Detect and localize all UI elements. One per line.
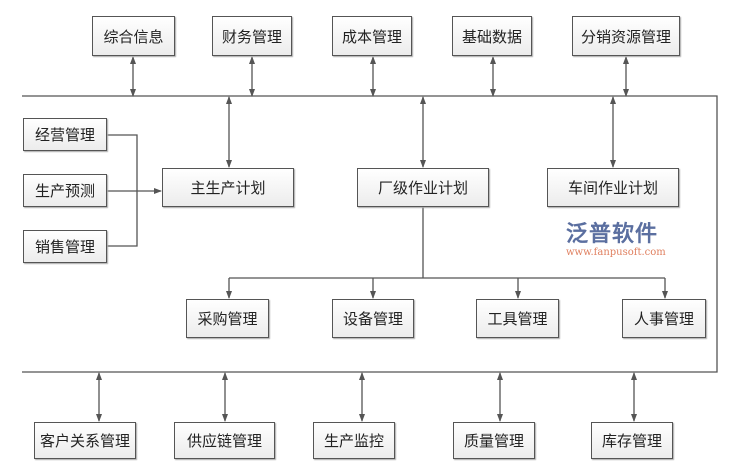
box-base-data: 基础数据 — [452, 16, 532, 56]
box-inventory: 库存管理 — [591, 422, 673, 459]
box-workshop-plan: 车间作业计划 — [547, 168, 679, 207]
box-quality: 质量管理 — [453, 422, 535, 459]
box-tools: 工具管理 — [476, 299, 559, 338]
box-equipment: 设备管理 — [332, 299, 414, 338]
box-factory-plan: 厂级作业计划 — [357, 168, 489, 207]
box-production-forecast: 生产预测 — [23, 174, 107, 207]
box-cost: 成本管理 — [332, 16, 412, 56]
box-finance: 财务管理 — [212, 16, 292, 56]
box-master-plan: 主生产计划 — [162, 168, 294, 207]
box-business-mgmt: 经营管理 — [23, 118, 107, 151]
box-supply-chain: 供应链管理 — [174, 422, 275, 459]
box-sales-mgmt: 销售管理 — [23, 230, 107, 263]
box-crm: 客户关系管理 — [34, 422, 136, 459]
watermark-logo: 泛普软件 — [566, 222, 659, 247]
bus-line — [22, 95, 718, 373]
watermark-url: www.fanpusoft.com — [566, 247, 666, 258]
box-comprehensive-info: 综合信息 — [92, 16, 175, 56]
box-production-monitor: 生产监控 — [313, 422, 395, 459]
box-hr: 人事管理 — [622, 299, 706, 338]
box-distribution: 分销资源管理 — [572, 16, 680, 56]
box-purchasing: 采购管理 — [186, 299, 269, 338]
